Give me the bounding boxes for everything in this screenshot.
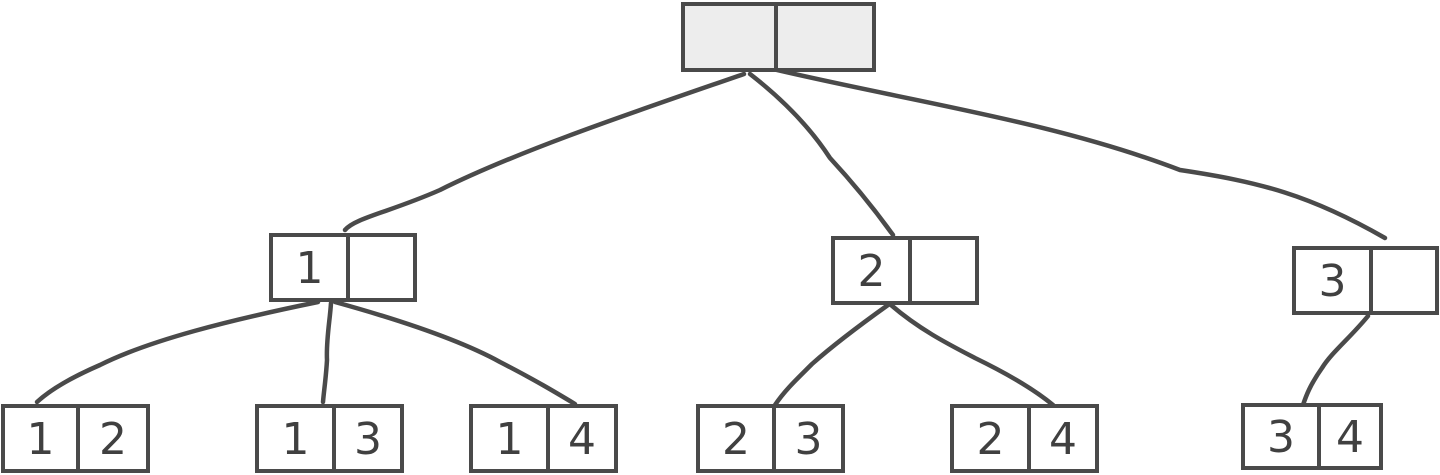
level1-node-1: 1 <box>269 233 417 302</box>
node-label: 4 <box>568 414 596 465</box>
node-label: 2 <box>99 414 127 465</box>
edge-root-to-2 <box>747 71 896 238</box>
level2-node-1-4: 1 4 <box>469 404 618 473</box>
node-cell <box>772 404 845 473</box>
node-label: 4 <box>1049 414 1077 465</box>
node-cell <box>908 236 979 305</box>
level2-node-1-3: 1 3 <box>255 404 404 473</box>
node-cell <box>1027 404 1099 473</box>
level2-node-1-2: 1 2 <box>1 404 150 473</box>
node-cell <box>831 236 912 305</box>
node-cell <box>1369 246 1439 315</box>
edge-root-to-1 <box>342 71 747 233</box>
level1-node-2: 2 <box>831 236 979 305</box>
node-label: 3 <box>795 414 823 465</box>
root-node <box>681 2 876 72</box>
node-label: 2 <box>977 414 1005 465</box>
node-cell <box>950 404 1031 473</box>
node-label: 1 <box>282 414 310 465</box>
node-cell <box>1317 403 1383 470</box>
node-cell <box>546 404 618 473</box>
root-node-left-cell <box>681 2 778 72</box>
node-label: 4 <box>1336 412 1364 463</box>
node-cell <box>469 404 550 473</box>
edge-root-to-3 <box>757 63 1388 241</box>
level1-node-3: 3 <box>1292 246 1439 315</box>
level2-node-3-4: 3 4 <box>1241 403 1383 470</box>
node-cell <box>332 404 404 473</box>
level2-node-2-4: 2 4 <box>950 404 1099 473</box>
node-label: 1 <box>296 243 324 294</box>
node-label: 3 <box>354 414 382 465</box>
node-cell <box>1292 246 1373 315</box>
node-label: 2 <box>722 414 750 465</box>
root-node-right-cell <box>774 2 876 72</box>
edge-2-to-23 <box>772 302 891 408</box>
edges-root <box>342 63 1388 241</box>
edge-1-to-12 <box>34 299 321 405</box>
level2-node-2-3: 2 3 <box>696 404 845 473</box>
node-label: 1 <box>496 414 524 465</box>
node-cell <box>76 404 150 473</box>
node-cell <box>269 233 350 302</box>
edge-2-to-24 <box>888 302 1056 408</box>
node-label: 1 <box>27 414 55 465</box>
node-cell <box>696 404 776 473</box>
edge-1-to-13 <box>320 300 334 405</box>
edge-1-to-14 <box>332 299 578 407</box>
edge-3-to-34 <box>1300 313 1371 408</box>
node-label: 3 <box>1267 412 1295 463</box>
edges-level1 <box>34 299 1371 408</box>
node-label: 3 <box>1319 256 1347 307</box>
node-label: 2 <box>858 246 886 297</box>
node-cell <box>346 233 417 302</box>
